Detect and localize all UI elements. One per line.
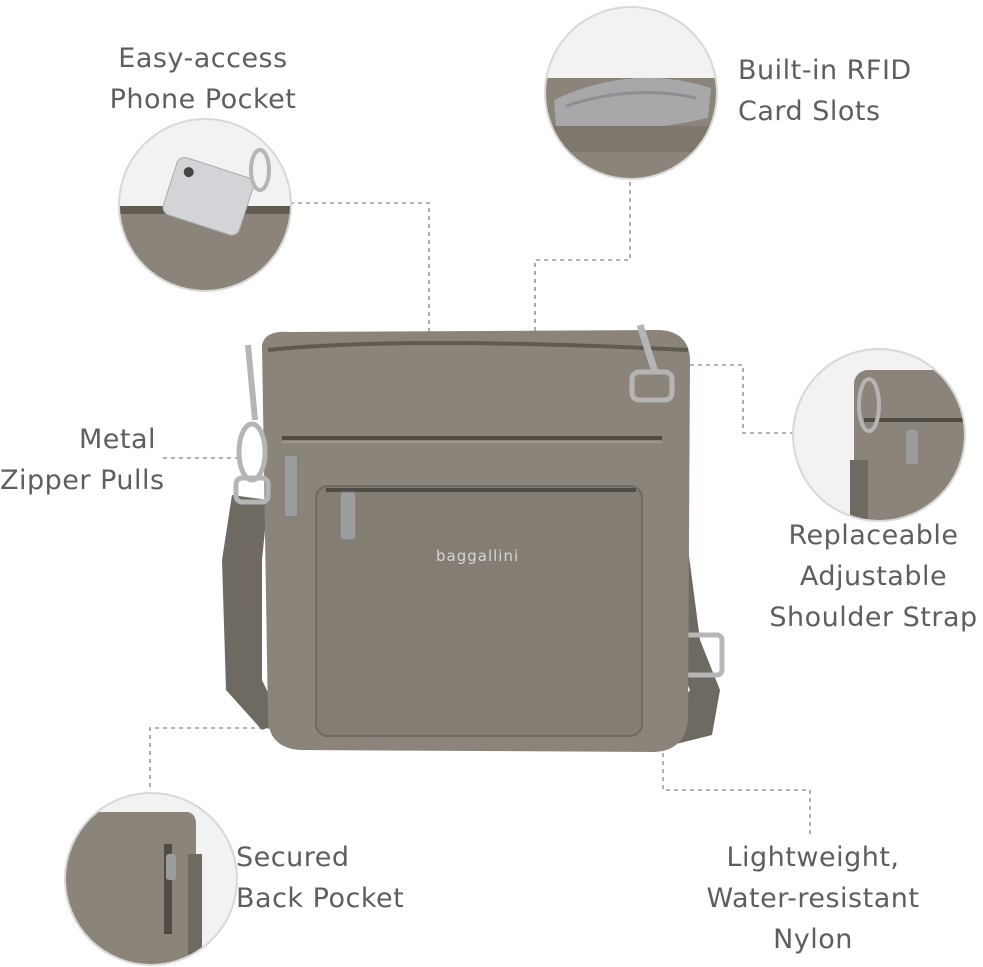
callout-phone-pocket-line2: Phone Pocket xyxy=(109,84,297,115)
shoulder-strap-left xyxy=(222,495,282,730)
left-clasp xyxy=(236,421,268,483)
callout-nylon-line2: Water-resistant xyxy=(706,883,920,914)
detail-circle-back-pocket xyxy=(64,792,238,966)
leader-line-phone-pocket xyxy=(290,202,430,342)
callout-strap-line2: Adjustable xyxy=(799,561,948,592)
detail-circle-strap xyxy=(792,348,966,522)
leader-line-nylon xyxy=(662,745,811,838)
front-pocket xyxy=(315,485,643,737)
callout-strap-line1: Replaceable xyxy=(788,520,959,551)
callout-nylon: Lightweight, Water-resistant Nylon xyxy=(700,837,926,960)
callout-nylon-line3: Nylon xyxy=(773,924,853,955)
leader-line-back-pocket xyxy=(149,727,275,787)
callout-back-pocket-line1: Secured xyxy=(236,842,350,873)
callout-phone-pocket: Easy-access Phone Pocket xyxy=(94,38,312,120)
callout-rfid-line1: Built-in RFID xyxy=(738,55,912,86)
callout-rfid: Built-in RFID Card Slots xyxy=(738,50,968,132)
callout-zipper: Metal Zipper Pulls xyxy=(0,419,164,501)
callout-strap-line3: Shoulder Strap xyxy=(769,602,978,633)
callout-back-pocket: Secured Back Pocket xyxy=(236,837,436,919)
callout-zipper-line2: Zipper Pulls xyxy=(0,465,165,496)
zipper-pull-1 xyxy=(283,454,299,518)
brand-logo: baggallini xyxy=(436,547,520,565)
callout-back-pocket-line2: Back Pocket xyxy=(236,883,405,914)
callout-zipper-line1: Metal xyxy=(78,424,156,455)
callout-nylon-line1: Lightweight, xyxy=(726,842,900,873)
detail-circle-rfid xyxy=(544,6,718,180)
detail-circle-phone-pocket xyxy=(118,118,292,292)
leader-line-strap xyxy=(690,364,792,434)
callout-phone-pocket-line1: Easy-access xyxy=(118,43,288,74)
callout-strap: Replaceable Adjustable Shoulder Strap xyxy=(764,515,983,638)
zipper-pull-2 xyxy=(339,491,357,541)
callout-rfid-line2: Card Slots xyxy=(738,96,881,127)
